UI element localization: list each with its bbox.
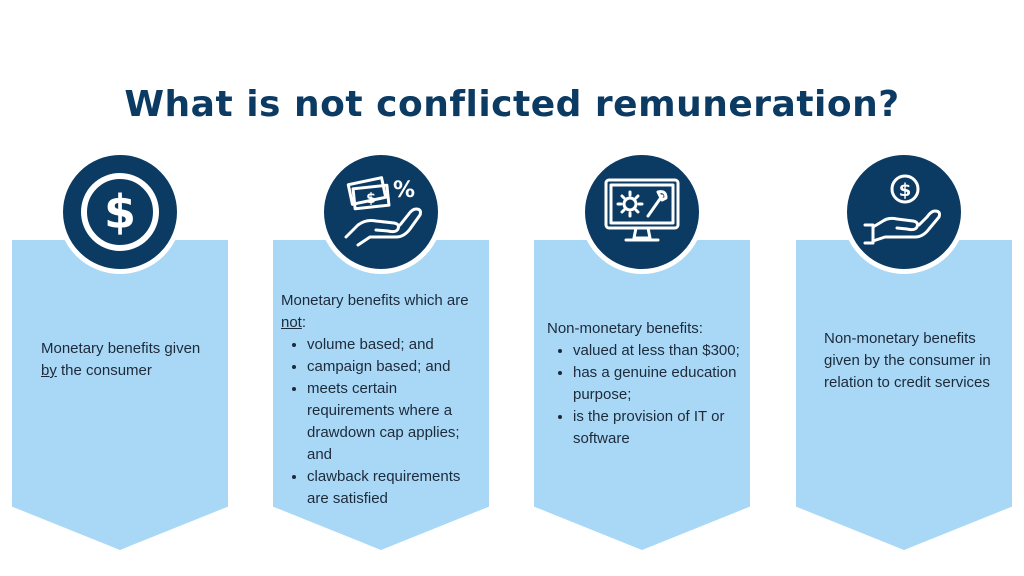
card-monetary-not <box>273 240 489 550</box>
card-2-bullet-list: volume based; and campaign based; and me… <box>281 334 481 510</box>
card-2-text: Monetary benefits which are not: volume … <box>281 290 481 510</box>
svg-text:%: % <box>393 178 415 203</box>
card-4-text: Non-monetary benefits given by the consu… <box>824 330 991 391</box>
hand-coin-icon: $ <box>863 174 941 245</box>
hand-money-percent-icon: $ % <box>344 176 422 247</box>
list-item: meets certain requirements where a drawd… <box>307 378 481 466</box>
card-3-icon-circle <box>580 150 704 274</box>
underlined-by: by <box>41 362 57 379</box>
list-item: volume based; and <box>307 334 481 356</box>
monitor-gear-wrench-icon <box>604 178 680 242</box>
card-1-text: Monetary benefits given by the consumer <box>41 340 201 379</box>
svg-text:$: $ <box>104 185 136 239</box>
underlined-not: not <box>281 314 302 331</box>
card-2-icon-circle: $ % <box>319 150 443 274</box>
list-item: is the provision of IT or software <box>573 406 747 450</box>
card-monetary-by-consumer <box>12 240 228 550</box>
card-1-icon-circle: $ <box>58 150 182 274</box>
list-item: valued at less than $300; <box>573 340 747 362</box>
svg-text:$: $ <box>366 191 376 207</box>
card-non-monetary <box>534 240 750 550</box>
card-3-bullet-list: valued at less than $300; has a genuine … <box>547 340 747 450</box>
card-non-monetary-credit <box>796 240 1012 550</box>
card-3-text: Non-monetary benefits: valued at less th… <box>547 318 747 450</box>
dollar-coin-icon: $ <box>81 173 159 251</box>
list-item: campaign based; and <box>307 356 481 378</box>
list-item: has a genuine education purpose; <box>573 362 747 406</box>
svg-text:$: $ <box>899 180 912 201</box>
page-title: What is not conflicted remuneration? <box>124 84 900 125</box>
card-4-icon-circle: $ <box>842 150 966 274</box>
list-item: clawback requirements are satisfied <box>307 466 481 510</box>
